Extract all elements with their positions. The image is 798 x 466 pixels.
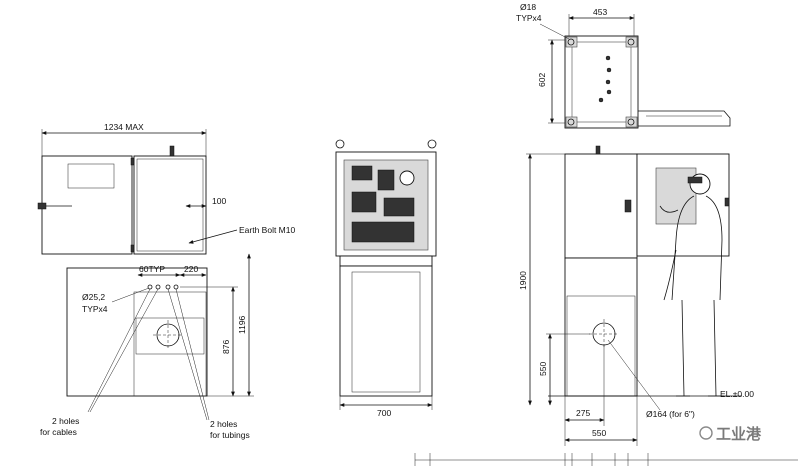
top-view-cabinet-outline xyxy=(564,35,639,129)
cable-entry xyxy=(606,89,612,95)
door-window xyxy=(67,163,115,189)
hinge xyxy=(130,157,135,166)
top-view-corner-foot xyxy=(565,36,578,48)
cable-entry xyxy=(606,67,612,73)
gland-plate xyxy=(135,317,205,355)
person-arms xyxy=(659,205,679,301)
cable-note-leader xyxy=(87,288,151,413)
hole-size-label: Ø18 xyxy=(520,2,536,12)
elevation-label: EL.±0.00 xyxy=(720,389,754,399)
mounting-hole xyxy=(627,38,635,46)
top-view-corner-foot xyxy=(625,36,638,48)
mounting-hole xyxy=(627,118,635,126)
mounting-hole xyxy=(567,118,575,126)
height-1900-label: 1900 xyxy=(518,271,528,290)
component xyxy=(351,221,415,243)
lifting-eye xyxy=(427,139,437,149)
person-torso xyxy=(671,195,723,301)
duct-leader xyxy=(607,339,661,411)
component xyxy=(351,191,377,213)
top-view: 453 602 Ø18 TYPx4 xyxy=(516,2,731,129)
stand-base xyxy=(66,267,208,397)
mounting-hole xyxy=(567,38,575,46)
height-876-label: 876 xyxy=(221,340,231,354)
eye-bolt xyxy=(169,145,175,157)
side-view: EL.±0.00 1900 550 275 550 Ø164 (for 6") xyxy=(518,145,754,446)
tubings-note-line1: 2 holes xyxy=(210,419,237,429)
cable-entry xyxy=(605,79,611,85)
stand-inner xyxy=(351,271,421,393)
cabinet-body xyxy=(133,155,207,255)
duct-label: Ø164 (for 6") xyxy=(646,409,695,419)
tubings-note-line2: for tubings xyxy=(210,430,250,440)
watermark-text: 工业港 xyxy=(716,425,762,443)
cables-note-line1: 2 holes xyxy=(52,416,79,426)
top-view-corner-foot xyxy=(625,116,638,128)
top-depth-label: 602 xyxy=(537,73,547,87)
person-legs xyxy=(681,299,717,397)
cabinet-base-plinth xyxy=(339,255,433,267)
tubing-note-leader xyxy=(167,288,208,421)
top-width-label: 453 xyxy=(593,7,607,17)
earth-bolt-label: Earth Bolt M10 xyxy=(239,225,295,235)
dim-275-label: 275 xyxy=(576,408,590,418)
cable-entry xyxy=(605,55,611,61)
dim-550-label: 550 xyxy=(592,428,606,438)
component xyxy=(377,169,395,191)
dim-220-label: 220 xyxy=(184,264,198,274)
bolt-offset-label: 100 xyxy=(212,196,226,206)
middle-view: 700 xyxy=(335,139,437,418)
cables-note-line2: for cables xyxy=(40,427,77,437)
cable-note-leader xyxy=(89,288,159,413)
stand-front-panel xyxy=(133,291,207,397)
component xyxy=(351,165,373,181)
earth-bolt-leader xyxy=(188,229,238,244)
width-700-label: 700 xyxy=(377,408,391,418)
typ60-label: 60TYP xyxy=(139,264,165,274)
watermark-icon xyxy=(699,426,713,440)
hinge xyxy=(130,244,135,253)
top-view-inner-outline xyxy=(571,41,632,123)
stand xyxy=(339,265,433,397)
max-width-label: 1234 MAX xyxy=(104,122,144,132)
height-550-label: 550 xyxy=(538,362,548,376)
height-1196-label: 1196 xyxy=(237,315,247,334)
lifting-eye xyxy=(335,139,345,149)
stand-side xyxy=(564,257,638,397)
hole-qty-label: TYPx4 xyxy=(516,13,542,23)
door-handle xyxy=(37,202,47,210)
hole-diameter-qty: TYPx4 xyxy=(82,304,108,314)
hole-diameter-label: Ø25,2 xyxy=(82,292,105,302)
front-view: 1234 MAX 100 Earth Bolt M10 60TYP 220 Ø2… xyxy=(37,122,295,440)
bottom-axis xyxy=(414,453,798,466)
pressure-gauge xyxy=(399,170,415,186)
top-view-corner-foot xyxy=(565,116,578,128)
safety-glasses xyxy=(687,176,703,184)
door-window-side xyxy=(655,167,697,225)
leader-line xyxy=(539,23,570,40)
component xyxy=(383,197,415,217)
top-view-open-door xyxy=(638,110,731,127)
leader-line xyxy=(111,287,150,303)
watermark: 工业港 xyxy=(699,425,762,443)
cable-entry xyxy=(598,97,604,103)
human-figure xyxy=(659,173,724,397)
eye-bolt xyxy=(595,145,601,155)
door-latch xyxy=(624,199,632,213)
tubing-note-leader xyxy=(175,288,210,421)
door-handle xyxy=(724,197,730,207)
open-door-panel xyxy=(41,155,133,255)
